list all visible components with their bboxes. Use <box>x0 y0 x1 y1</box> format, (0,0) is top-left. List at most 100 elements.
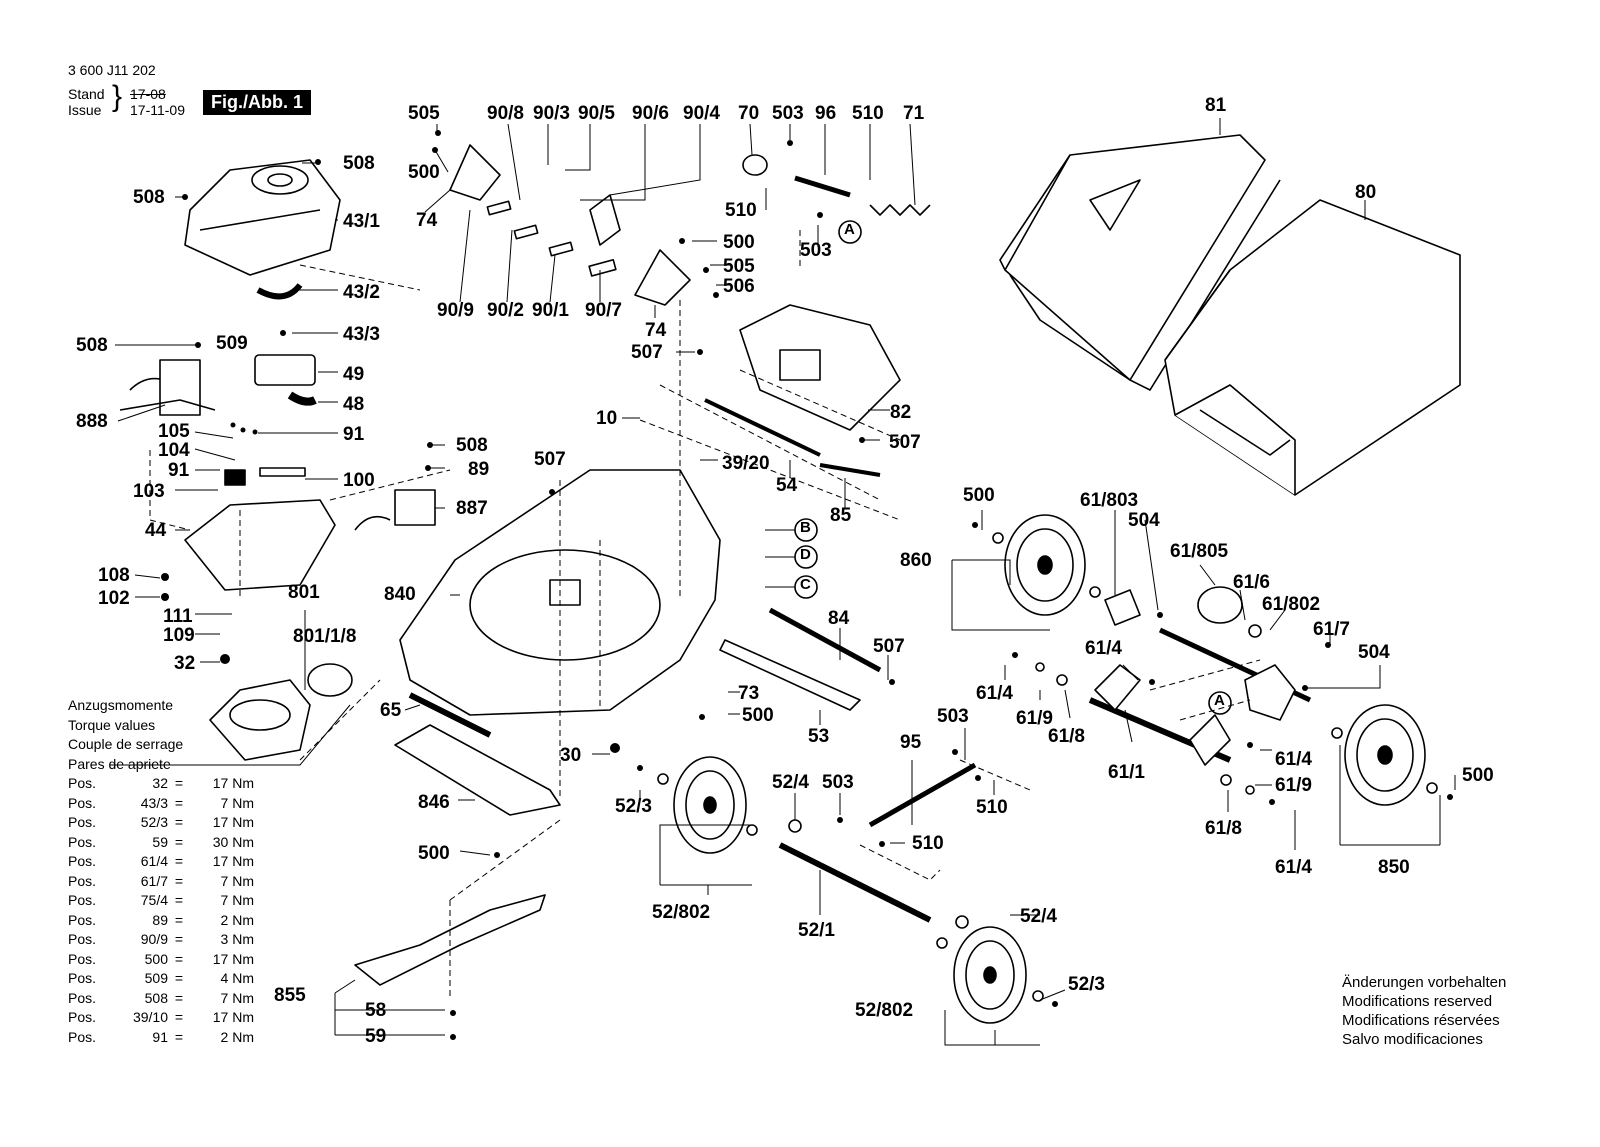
part-label: 61/805 <box>1170 541 1229 562</box>
part-label: 109 <box>163 625 195 646</box>
part-label: 90/8 <box>487 103 524 124</box>
part-label: 58 <box>365 1000 387 1021</box>
part-label: 500 <box>723 232 755 253</box>
grass-basket-frame <box>999 134 1281 391</box>
torque-row: Pos.508=7 Nm <box>68 989 254 1006</box>
part-label: 53 <box>808 726 830 747</box>
note-line: Salvo modificaciones <box>1342 1031 1483 1048</box>
part-label: 61/4 <box>1275 749 1312 770</box>
ref-letter: B <box>800 519 811 536</box>
part-label: 503 <box>937 706 969 727</box>
part-label: 500 <box>742 705 774 726</box>
torque-row: Pos.61/7=7 Nm <box>68 872 254 889</box>
motor-801 <box>209 679 311 761</box>
wheel-52-802-lower <box>953 926 1027 1024</box>
part-label: 504 <box>1358 642 1390 663</box>
doc-number: 3 600 J11 202 <box>68 62 156 78</box>
arc-part <box>256 283 303 300</box>
part-label: 52/4 <box>1020 906 1057 927</box>
part-label: 500 <box>418 843 450 864</box>
part-label: 860 <box>900 550 932 571</box>
part-label: 81 <box>1205 95 1227 116</box>
wheel-860 <box>1004 514 1086 616</box>
part-label: 103 <box>133 481 165 502</box>
part-label: 801/1/8 <box>293 626 357 647</box>
part-label: 52/1 <box>798 920 835 941</box>
part-label: 102 <box>98 588 130 609</box>
wheel-850 <box>1344 704 1426 806</box>
torque-title: Pares de apriete <box>68 755 171 772</box>
part-label: 39/20 <box>722 453 770 474</box>
brace-icon: } <box>112 80 123 113</box>
new-date: 17-11-09 <box>130 102 186 118</box>
part-label: 70 <box>738 103 760 124</box>
part-label: 505 <box>723 256 755 277</box>
part-label: 510 <box>725 200 757 221</box>
part-label: 52/802 <box>652 902 711 923</box>
part-label: 96 <box>815 103 837 124</box>
modification-notes: Änderungen vorbehalten Modifications res… <box>1342 973 1506 1049</box>
torque-row: Pos.91=2 Nm <box>68 1028 254 1045</box>
part-label: 801 <box>288 582 320 603</box>
part-label: 61/8 <box>1048 726 1085 747</box>
part-label: 507 <box>534 449 566 470</box>
part-label: 61/6 <box>1233 572 1270 593</box>
part-label: 507 <box>889 432 921 453</box>
part-label: 61/4 <box>1275 857 1312 878</box>
torque-row: Pos.90/9=3 Nm <box>68 931 254 947</box>
figure-badge: Fig./Abb. 1 <box>203 90 311 115</box>
o-ring <box>307 663 353 697</box>
part-label: 61/802 <box>1262 594 1321 615</box>
part-label: 840 <box>384 584 416 605</box>
part-label: 91 <box>168 460 190 481</box>
part-label: 90/5 <box>578 103 615 124</box>
part-label: 61/7 <box>1313 619 1350 640</box>
part-label: 80 <box>1355 182 1377 203</box>
ref-letter: A <box>844 221 855 238</box>
part-label: 105 <box>158 421 190 442</box>
part-label: 61/803 <box>1080 490 1139 511</box>
part-label: 503 <box>800 240 832 261</box>
part-label: 54 <box>776 475 798 496</box>
torque-row: Pos.75/4=7 Nm <box>68 892 254 908</box>
part-label: 74 <box>645 320 667 341</box>
part-label: 508 <box>343 153 375 174</box>
part-label: 85 <box>830 505 852 526</box>
part-label: 508 <box>133 187 165 208</box>
part-label: 61/1 <box>1108 762 1145 783</box>
note-line: Modifications reserved <box>1342 993 1493 1010</box>
part-label: 887 <box>456 498 488 519</box>
part-label: 111 <box>163 606 193 627</box>
torque-row: Pos.32=17 Nm <box>68 775 254 791</box>
part-label: 510 <box>912 833 944 854</box>
part-label: 90/7 <box>585 300 622 321</box>
part-label: 73 <box>738 683 760 704</box>
part-label: 503 <box>772 103 804 124</box>
part-label: 108 <box>98 565 130 586</box>
torque-row: Pos.509=4 Nm <box>68 970 254 986</box>
part-label: 52/802 <box>855 1000 914 1021</box>
part-label: 509 <box>216 333 248 354</box>
part-label: 850 <box>1378 857 1410 878</box>
part-label: 505 <box>408 103 440 124</box>
part-label: 510 <box>852 103 884 124</box>
ref-letter: C <box>800 576 811 593</box>
part-label: 61/4 <box>1085 638 1122 659</box>
part-label: 59 <box>365 1026 387 1047</box>
part-label: 90/9 <box>437 300 474 321</box>
part-label: 48 <box>343 394 365 415</box>
part-label: 65 <box>380 700 402 721</box>
part-label: 52/4 <box>772 772 809 793</box>
part-label: 846 <box>418 792 450 813</box>
part-label: 500 <box>1462 765 1494 786</box>
part-label: 43/3 <box>343 324 380 345</box>
part-label: 510 <box>976 797 1008 818</box>
part-label: 504 <box>1128 510 1160 531</box>
part-label: 43/2 <box>343 282 380 303</box>
torque-title: Anzugsmomente <box>68 697 174 713</box>
part-label: 91 <box>343 424 365 445</box>
part-label: 61/4 <box>976 683 1013 704</box>
grass-bag <box>1164 199 1461 496</box>
wheel-52-802-upper <box>673 756 747 854</box>
torque-title: Couple de serrage <box>68 736 184 752</box>
